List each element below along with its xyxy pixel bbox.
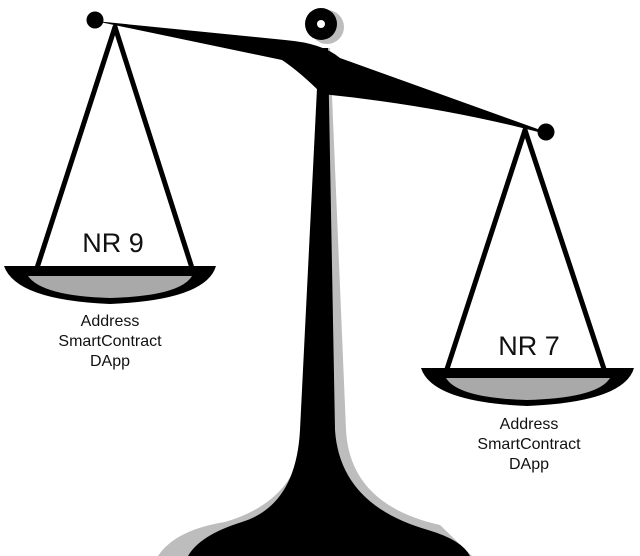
beam-left-end (86, 11, 104, 29)
left-pan-line-address: Address (81, 313, 140, 330)
right-pan-line-address: Address (500, 416, 559, 433)
right-pan-strings (444, 127, 607, 372)
beam-right-end (537, 123, 555, 141)
right-pan (421, 368, 634, 406)
stand (188, 48, 470, 556)
top-knob-highlight (317, 20, 325, 28)
balance-beam (95, 21, 546, 133)
left-pan-line-smartcontract: SmartContract (58, 333, 162, 350)
left-pan-strings (34, 24, 195, 271)
right-pan-line-dapp: DApp (509, 456, 549, 473)
left-pan-score: NR 9 (82, 228, 144, 258)
right-pan-line-smartcontract: SmartContract (477, 436, 581, 453)
right-pan-score: NR 7 (498, 331, 560, 361)
left-pan-line-dapp: DApp (90, 353, 130, 370)
left-pan (4, 266, 216, 304)
